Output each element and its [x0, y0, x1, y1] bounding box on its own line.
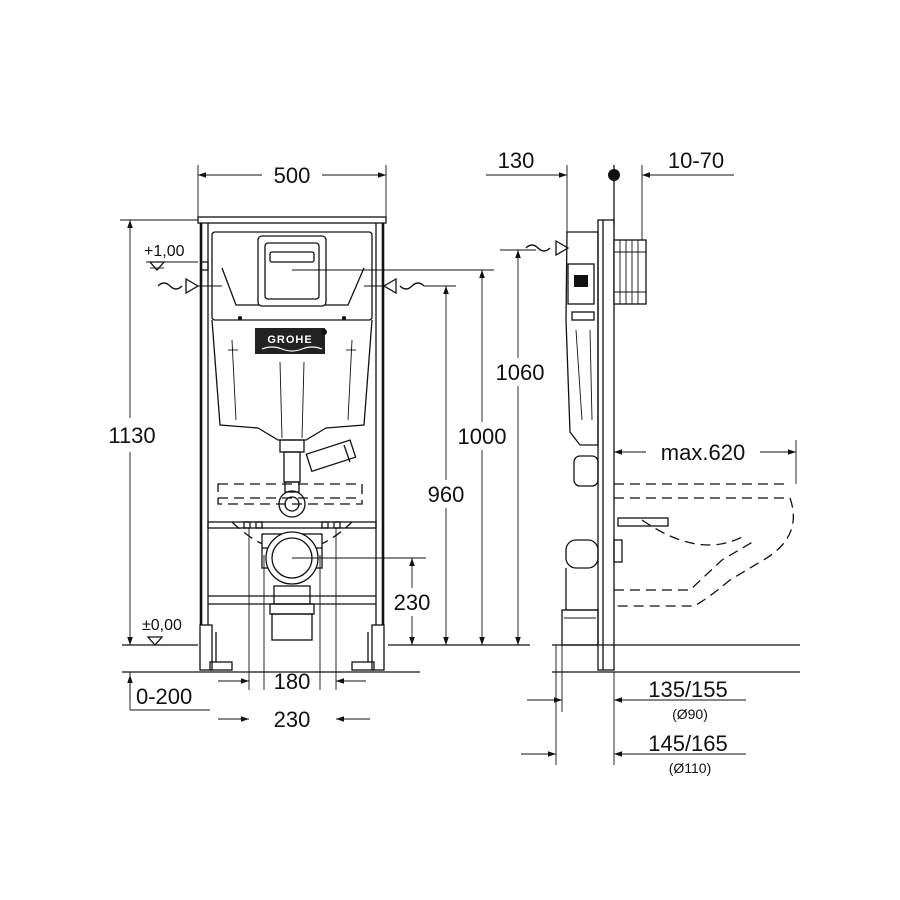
water-inlet-right: [364, 277, 456, 295]
height-1130-label: 1130: [108, 423, 155, 448]
adjust-0-200-label: 0-200: [136, 684, 192, 709]
cistern: GROHE: [211, 231, 373, 441]
flush-pipe: [278, 439, 357, 518]
side-frame: [597, 219, 647, 671]
pipe-110-label: 145/165: [648, 731, 728, 756]
height-230-label: 230: [394, 590, 431, 615]
dashed-wc-bowl: [614, 483, 794, 607]
grohe-logo-badge: [255, 328, 325, 354]
width-500-label: 500: [274, 163, 311, 188]
width-180-label: 180: [274, 669, 311, 694]
level-floor-triangle: [146, 636, 164, 646]
height-1060-label: 1060: [496, 360, 545, 385]
height-960-label: 960: [428, 482, 465, 507]
water-inlet-side: [500, 239, 570, 257]
level-floor-label: ±0,00: [142, 617, 182, 634]
grohe-logo-text: GROHE: [267, 334, 312, 346]
side-view: 130 10-70 max.620 135/155 (Ø90) 145/165 …: [486, 148, 800, 776]
pipe-90-label: 135/155: [648, 677, 728, 702]
level-top-label: +1,00: [144, 243, 185, 260]
depth-130-label: 130: [498, 148, 535, 173]
side-pipes: [561, 455, 623, 646]
water-inlet-left: [157, 277, 222, 295]
height-1000-label: 1000: [458, 424, 507, 449]
wall-center-marker: [608, 169, 620, 181]
front-view: GROHE: [108, 163, 544, 732]
pipe-90-diameter: (Ø90): [672, 706, 708, 722]
wall-10-70-label: 10-70: [668, 148, 724, 173]
level-top-triangle: [148, 261, 166, 271]
drain-outlet: [243, 521, 341, 641]
pipe-110-diameter: (Ø110): [669, 760, 712, 776]
side-cistern: [565, 231, 599, 446]
width-230-label: 230: [274, 707, 311, 732]
bowl-max-620-label: max.620: [661, 440, 745, 465]
